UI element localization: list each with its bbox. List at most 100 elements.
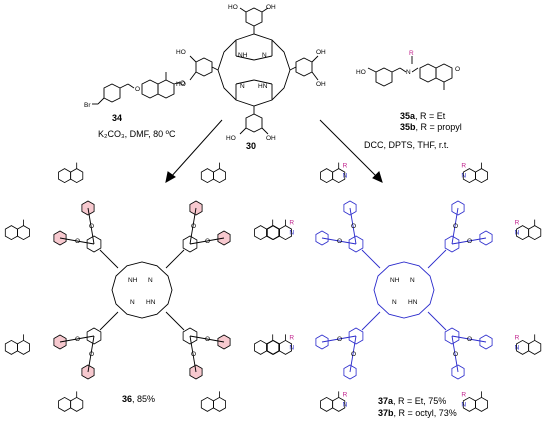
coumarin-ring <box>266 225 280 241</box>
coumarin-lactone-ring <box>70 168 84 184</box>
linker-benzene-ring <box>315 334 329 350</box>
compound-35b-rgroup: , R = propyl <box>416 122 462 132</box>
linker-bond <box>349 335 357 373</box>
oh-label: HO <box>226 135 236 142</box>
oh-label: HO <box>176 81 186 88</box>
n-label: N <box>461 401 466 408</box>
n-label: N <box>148 277 153 284</box>
o-label: O <box>453 223 458 230</box>
coumarin-lactone-ring <box>16 225 31 241</box>
oh-label: OH <box>316 49 326 56</box>
o-label: O <box>205 336 210 343</box>
linker-benzene-ring <box>451 200 465 216</box>
n-label: N <box>240 83 245 90</box>
coumarin-lactone-ring <box>212 168 227 184</box>
compound-34-id: 34 <box>112 113 122 123</box>
linker-bond <box>321 237 357 245</box>
linker-bond <box>189 335 197 373</box>
compound-37a-rgroup: , R = Et, 75% <box>393 396 446 406</box>
linker-benzene-ring <box>343 200 357 216</box>
linker-benzene-ring <box>451 364 465 380</box>
n-label: N <box>392 299 397 306</box>
arrow-right <box>319 119 379 179</box>
compound-35-structure <box>367 56 453 90</box>
o-label: O <box>75 336 80 343</box>
r-group-label: R <box>461 391 466 398</box>
coumarin-ring <box>4 225 18 241</box>
meso-aryl-ring <box>86 327 102 345</box>
linker-bond <box>451 237 487 245</box>
compound-35b-id: 35b <box>400 122 416 132</box>
compound-30-id: 30 <box>246 141 256 151</box>
arrow-right-head <box>372 171 383 183</box>
o-label: O <box>180 80 185 87</box>
meso-aryl-ring <box>444 235 460 253</box>
o-label: O <box>467 238 472 245</box>
linker-benzene-ring <box>315 230 329 246</box>
o-label: O <box>89 351 94 358</box>
meso-bond <box>361 311 381 331</box>
nh-label: NH <box>390 277 400 284</box>
meso-aryl-ring <box>86 235 102 253</box>
o-label: O <box>75 238 80 245</box>
r-group-label: R <box>461 163 466 170</box>
o-label: O <box>191 351 196 358</box>
linker-bond <box>189 335 225 343</box>
compound-36-label: 36, 85% <box>122 394 155 404</box>
n-label: N <box>262 52 267 59</box>
meso-aryl-ring <box>348 235 364 253</box>
o-label: O <box>205 238 210 245</box>
n-label: N <box>410 277 415 284</box>
nh-label: NH <box>128 277 138 284</box>
reaction-arrows <box>165 119 383 183</box>
r-group-label: R <box>515 220 520 227</box>
coumarin-lactone-ring <box>528 339 542 355</box>
oh-label: OH <box>266 4 276 11</box>
linker-bond <box>87 207 95 245</box>
compound-37b-rgroup: , R = octyl, 73% <box>394 408 457 418</box>
o-label: O <box>351 223 356 230</box>
linker-benzene-ring <box>479 230 493 246</box>
coumarin-lactone-ring <box>278 339 293 355</box>
r-group-label: R <box>289 220 294 227</box>
o-label: O <box>351 351 356 358</box>
r-group-label: R <box>515 334 520 341</box>
meso-bond <box>165 249 185 269</box>
coumarin-lactone-ring <box>528 225 542 241</box>
o-label: O <box>89 223 94 230</box>
compound-37a-id: 37a <box>378 396 394 406</box>
coumarin-lactone-ring <box>212 396 227 412</box>
linker-bond <box>321 335 357 343</box>
hn-label: HN <box>146 299 156 306</box>
meso-bond <box>427 311 447 331</box>
meso-bond <box>361 249 381 269</box>
linker-bond <box>189 237 225 245</box>
porphyrin-core <box>373 261 435 319</box>
o-label: O <box>455 66 460 73</box>
linker-bond <box>189 207 197 245</box>
compound-30-structure <box>189 7 319 135</box>
n-label: N <box>515 344 520 351</box>
coumarin-lactone-ring <box>474 396 489 412</box>
nh-label: NH <box>238 52 248 59</box>
coumarin-lactone-ring <box>278 225 293 241</box>
o-label: O <box>337 336 342 343</box>
compound-36-id: 36 <box>122 394 132 404</box>
compound-35a-label: 35a, R = Et <box>400 111 446 121</box>
oh-label: HO <box>228 4 238 11</box>
coumarin-ring <box>320 396 334 412</box>
linker-bond <box>451 335 487 343</box>
o-label: O <box>135 86 140 93</box>
r-group-label: R <box>409 50 414 57</box>
r-group-label: R <box>343 163 348 170</box>
r-group-label: R <box>343 391 348 398</box>
meso-aryl-ring <box>444 327 460 345</box>
o-label: O <box>191 223 196 230</box>
coumarin-ring <box>200 396 214 412</box>
linker-benzene-ring <box>479 334 493 350</box>
n-label: N <box>406 69 411 76</box>
